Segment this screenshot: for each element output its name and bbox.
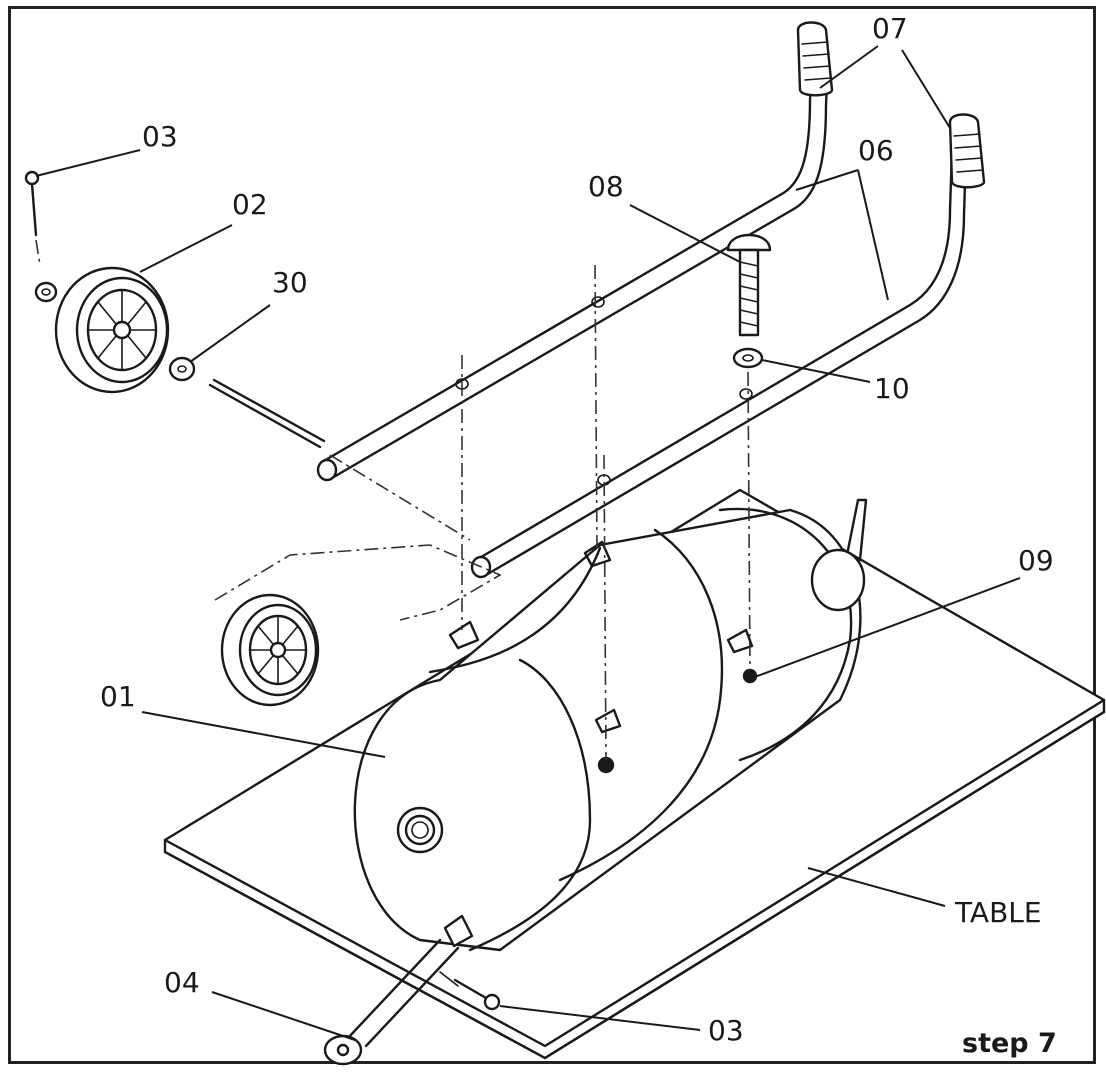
washer bbox=[732, 347, 764, 369]
label-table: TABLE bbox=[954, 896, 1042, 929]
label-part-03-top: 03 bbox=[142, 120, 178, 153]
leg-handle bbox=[323, 914, 474, 1066]
step-label: step 7 bbox=[962, 1028, 1057, 1059]
wheel-assembled bbox=[214, 544, 502, 707]
axle bbox=[208, 378, 471, 541]
label-part-30: 30 bbox=[272, 266, 308, 299]
label-part-08: 08 bbox=[588, 170, 624, 203]
label-part-10: 10 bbox=[874, 372, 910, 405]
label-part-06: 06 bbox=[858, 134, 894, 167]
label-part-02: 02 bbox=[232, 188, 268, 221]
label-part-09: 09 bbox=[1018, 544, 1054, 577]
small-washer bbox=[34, 281, 58, 303]
leader-lines bbox=[35, 45, 1021, 1041]
label-part-03-bottom: 03 bbox=[708, 1014, 744, 1047]
cotter-pin-top bbox=[24, 170, 41, 266]
handle-frame bbox=[316, 58, 968, 579]
washer-30 bbox=[168, 356, 196, 382]
label-part-04: 04 bbox=[164, 966, 200, 999]
cotter-pin-bottom bbox=[439, 971, 501, 1011]
bolt bbox=[726, 233, 772, 337]
wheel-exploded bbox=[54, 266, 170, 394]
label-part-07: 07 bbox=[872, 12, 908, 45]
handle-grips bbox=[796, 21, 986, 189]
assembly-lines bbox=[461, 264, 751, 761]
label-part-01: 01 bbox=[100, 680, 136, 713]
